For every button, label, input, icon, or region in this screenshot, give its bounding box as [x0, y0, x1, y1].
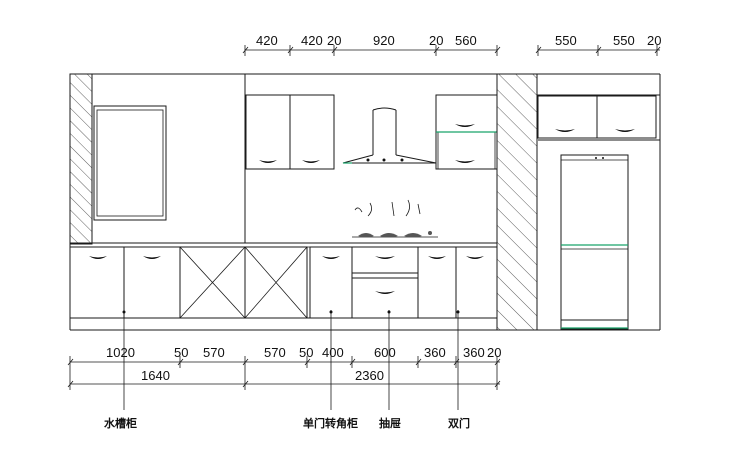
- upper-cabinet-right: [435, 94, 498, 170]
- dim-top-8: 550: [613, 33, 635, 48]
- dim-bottom-6: 400: [322, 345, 344, 360]
- dim-bottom-4: 570: [264, 345, 286, 360]
- dim-bottom-9: 360: [463, 345, 485, 360]
- dim-top-1: 420: [256, 33, 278, 48]
- left-wall-column: [69, 73, 93, 245]
- label-drawer: 抽屉: [379, 416, 401, 430]
- dim-bottom-5: 50: [299, 345, 313, 360]
- dim-bottom-2: 50: [174, 345, 188, 360]
- dim-top-4: 920: [373, 33, 395, 48]
- handle-icon: [89, 256, 484, 294]
- dim-bottom-1: 1020: [106, 345, 135, 360]
- wall-outline: [69, 73, 661, 331]
- top-dimension-lines: [242, 45, 661, 56]
- fridge-upper-cabinets: [537, 94, 660, 141]
- dim-top-3: 20: [327, 33, 341, 48]
- dim-bottom-total-2: 2360: [355, 368, 384, 383]
- upper-cabinets-left: [245, 94, 335, 170]
- bottom-dimension-lines: [67, 356, 501, 390]
- dim-top-7: 550: [555, 33, 577, 48]
- dim-top-5: 20: [429, 33, 443, 48]
- dim-bottom-total-1: 1640: [141, 368, 170, 383]
- dim-bottom-10: 20: [487, 345, 501, 360]
- label-corner-cabinet: 单门转角柜: [303, 416, 358, 430]
- right-wall-column: [496, 73, 538, 331]
- label-sink-cabinet: 水槽柜: [104, 416, 137, 430]
- leader-lines: [122, 310, 460, 410]
- dim-top-6: 560: [455, 33, 477, 48]
- handle-icon: [259, 160, 320, 163]
- dim-top-9: 20: [647, 33, 661, 48]
- dim-bottom-3: 570: [203, 345, 225, 360]
- window: [93, 105, 167, 221]
- lower-cabinets: [69, 246, 498, 319]
- label-double-door: 双门: [448, 416, 470, 430]
- dim-top-2: 420: [301, 33, 323, 48]
- dim-bottom-8: 360: [424, 345, 446, 360]
- refrigerator: [560, 154, 629, 330]
- cooktop-burners: [352, 199, 438, 238]
- range-hood: [342, 107, 437, 164]
- dim-bottom-7: 600: [374, 345, 396, 360]
